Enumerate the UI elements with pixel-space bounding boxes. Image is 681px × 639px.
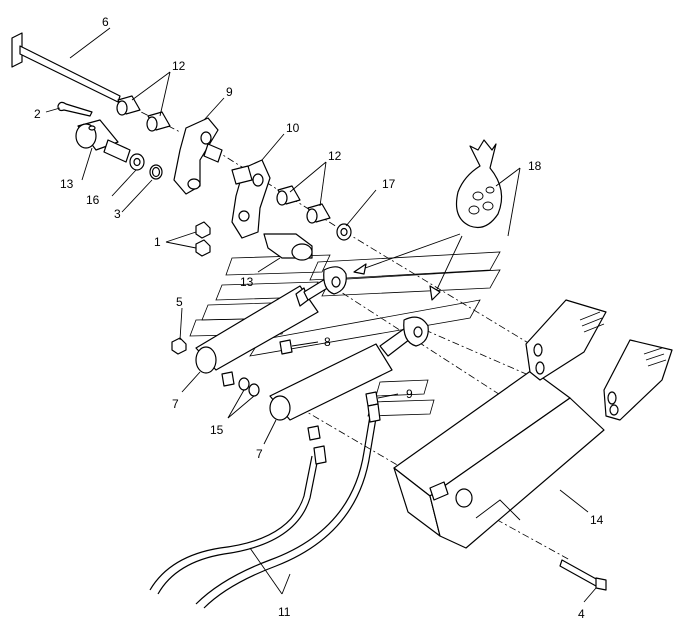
callout-7-upper: 7 bbox=[172, 397, 179, 411]
callout-15: 15 bbox=[210, 423, 224, 437]
callout-6: 6 bbox=[102, 15, 109, 29]
bracket-part-10 bbox=[173, 117, 223, 195]
hoses-part-8 bbox=[149, 403, 381, 609]
callout-18: 18 bbox=[528, 159, 542, 173]
pin-part-6 bbox=[11, 32, 121, 103]
cylinder-part-7-upper bbox=[195, 266, 347, 374]
callout-7-lower: 7 bbox=[256, 447, 263, 461]
callout-11: 10 bbox=[286, 121, 300, 135]
callout-8: 11 bbox=[278, 605, 291, 619]
callout-16: 16 bbox=[86, 193, 100, 207]
callout-4: 4 bbox=[578, 607, 585, 621]
washer-part-17 bbox=[336, 223, 352, 241]
bag-part-18 bbox=[455, 139, 503, 229]
callout-13-lower: 13 bbox=[240, 275, 254, 289]
callout-3: 3 bbox=[114, 207, 121, 221]
callout-12-upper: 12 bbox=[172, 59, 186, 73]
callout-17: 17 bbox=[382, 177, 396, 191]
clevis-part-13-upper bbox=[75, 119, 131, 163]
callout-9-lower: 9 bbox=[406, 387, 413, 401]
callout-10: 9 bbox=[226, 85, 233, 99]
washer-part-16 bbox=[129, 153, 145, 171]
cotter-pin-part-2 bbox=[57, 101, 93, 117]
clevis-part-13-lower bbox=[263, 233, 313, 261]
bushings-part-12-upper bbox=[116, 95, 171, 132]
bracket-part-11 bbox=[231, 159, 271, 239]
bolt-part-4 bbox=[559, 559, 607, 591]
callout-13-upper: 13 bbox=[60, 177, 74, 191]
cylinder-part-7-lower bbox=[269, 316, 429, 421]
callout-1: 1 bbox=[154, 235, 161, 249]
callout-2: 2 bbox=[34, 107, 41, 121]
nut-part-5 bbox=[171, 337, 187, 355]
nuts-part-1 bbox=[195, 221, 211, 257]
callout-12-lower: 12 bbox=[328, 149, 342, 163]
frame-part-14 bbox=[393, 299, 673, 549]
bushings-part-12-lower bbox=[276, 185, 331, 224]
callout-14: 14 bbox=[590, 513, 604, 527]
leader-lines bbox=[45, 27, 597, 603]
callout-labels: 6 12 2 9 10 12 13 16 3 17 18 1 13 5 8 9 … bbox=[34, 15, 604, 621]
callout-9-upper: 8 bbox=[324, 335, 331, 349]
callout-5: 5 bbox=[176, 295, 183, 309]
ring-part-3 bbox=[149, 164, 163, 180]
